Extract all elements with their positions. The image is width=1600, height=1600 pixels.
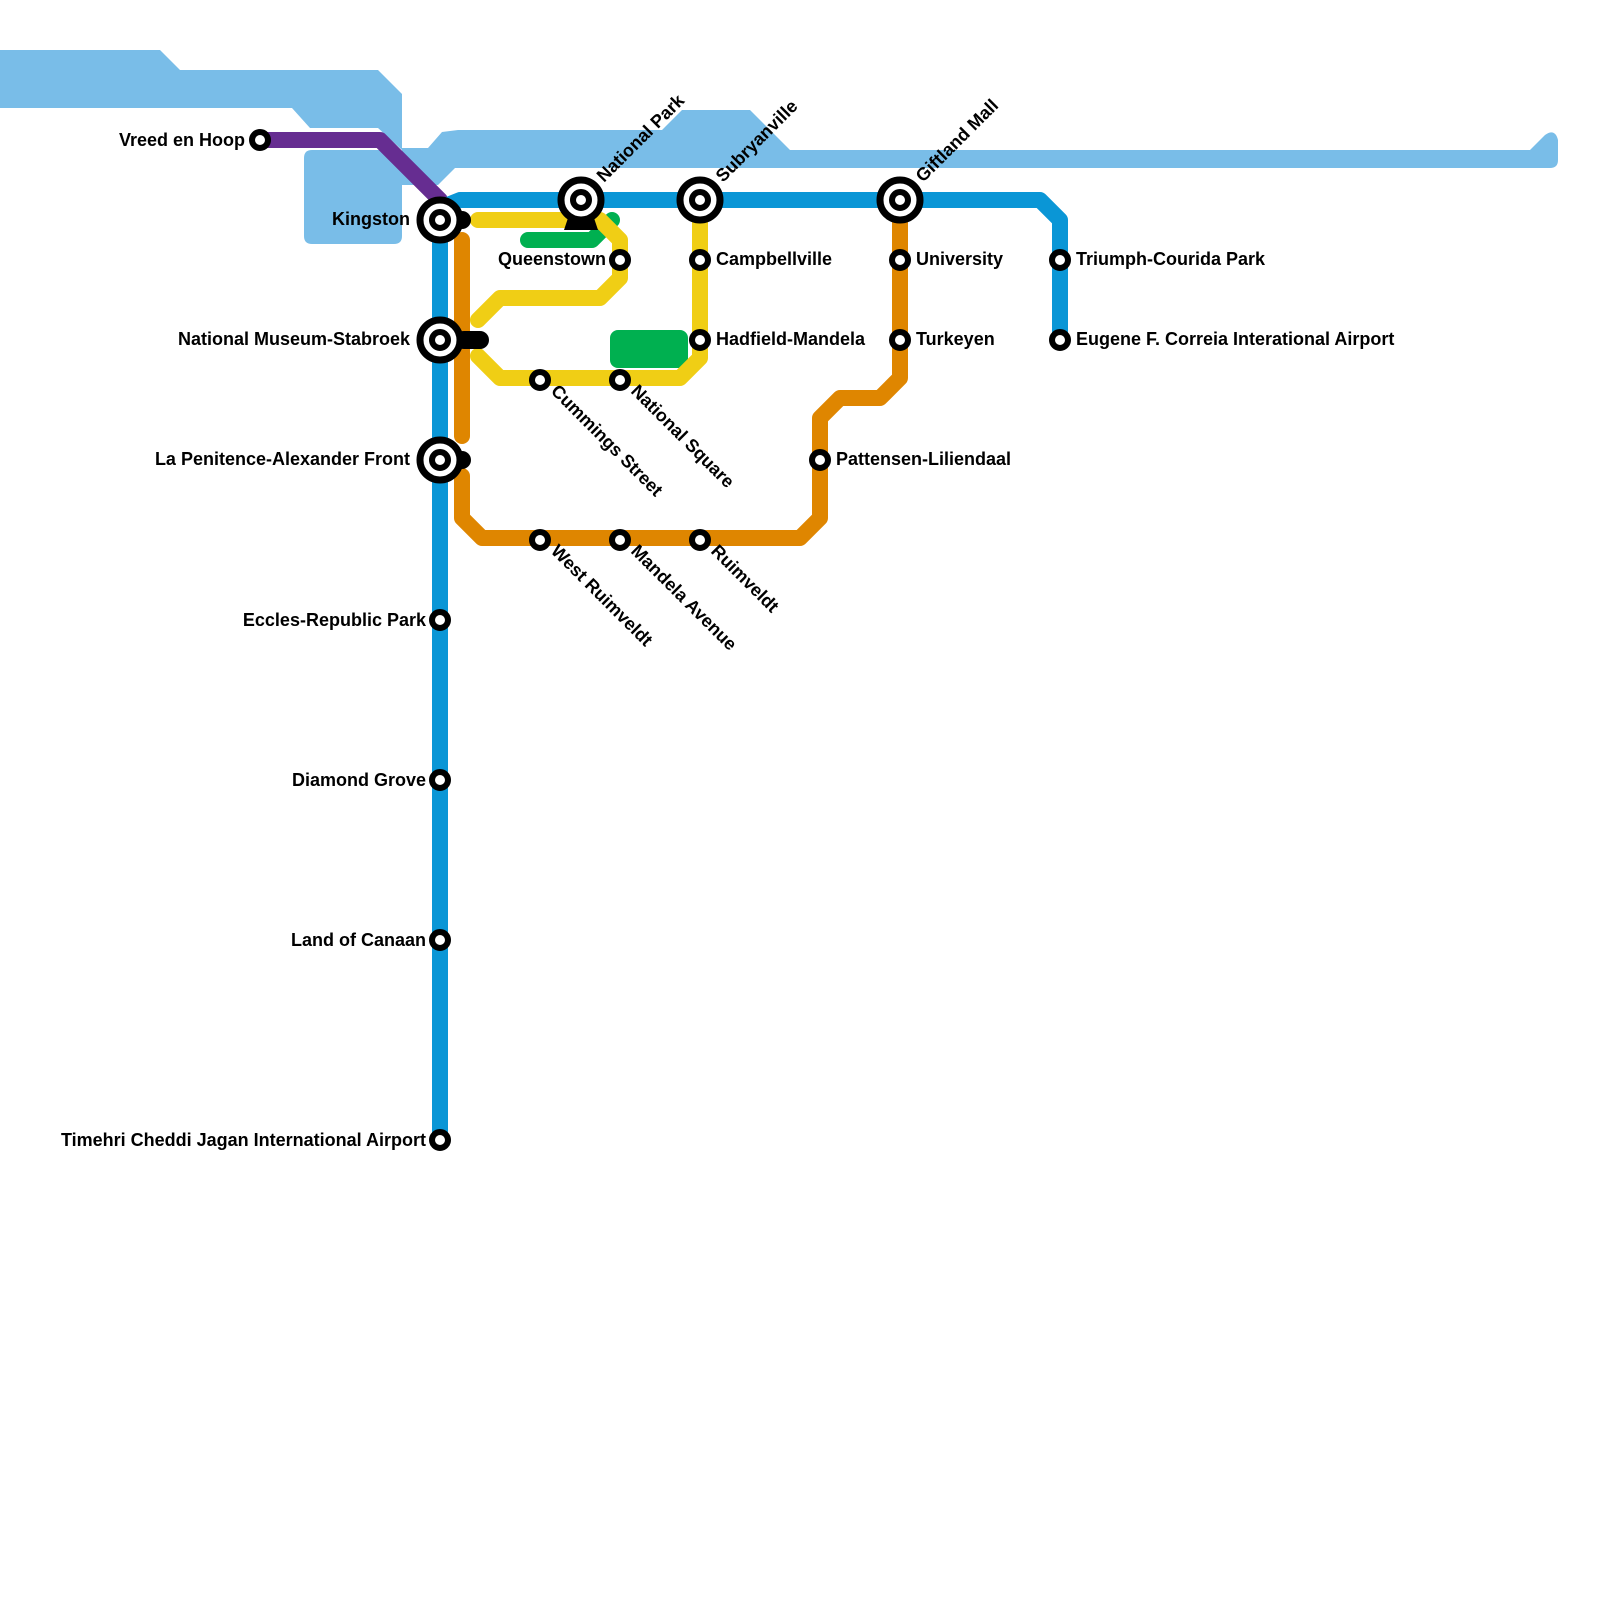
label-hadfield-mandela: Hadfield-Mandela bbox=[716, 329, 866, 349]
station-triumph[interactable] bbox=[1049, 249, 1071, 271]
stations bbox=[249, 129, 1071, 1151]
station-diamond-grove[interactable] bbox=[429, 769, 451, 791]
yellow-line bbox=[470, 192, 708, 386]
label-national-museum-stabroek: National Museum-Stabroek bbox=[178, 329, 411, 349]
interchange-national-museum-stabroek[interactable] bbox=[416, 316, 464, 364]
station-queenstown[interactable] bbox=[609, 249, 631, 271]
river-upper bbox=[0, 50, 1558, 185]
station-national-square[interactable] bbox=[609, 369, 631, 391]
label-pattensen: Pattensen-Liliendaal bbox=[836, 449, 1011, 469]
station-ruimveldt[interactable] bbox=[689, 529, 711, 551]
station-west-ruimveldt[interactable] bbox=[529, 529, 551, 551]
station-campbellville[interactable] bbox=[689, 249, 711, 271]
station-mandela-avenue[interactable] bbox=[609, 529, 631, 551]
station-university[interactable] bbox=[889, 249, 911, 271]
river-island-kingston bbox=[304, 150, 402, 244]
purple-line-path bbox=[252, 132, 448, 208]
interchange-subryanville[interactable] bbox=[676, 176, 724, 224]
station-eccles[interactable] bbox=[429, 609, 451, 631]
station-land-of-canaan[interactable] bbox=[429, 929, 451, 951]
label-queenstown: Queenstown bbox=[498, 249, 606, 269]
station-vreed-en-hoop[interactable] bbox=[249, 129, 271, 151]
station-cummings-street[interactable] bbox=[529, 369, 551, 391]
label-turkeyen: Turkeyen bbox=[916, 329, 995, 349]
stabroek-connector bbox=[455, 331, 489, 349]
label-ruimveldt: Ruimveldt bbox=[707, 541, 783, 617]
river bbox=[0, 50, 1558, 244]
interchange-kingston[interactable] bbox=[416, 196, 464, 244]
station-pattensen[interactable] bbox=[809, 449, 831, 471]
interchange-giftland-mall[interactable] bbox=[876, 176, 924, 224]
label-timehri: Timehri Cheddi Jagan International Airpo… bbox=[61, 1130, 426, 1150]
label-campbellville: Campbellville bbox=[716, 249, 832, 269]
yellow-line-path-2 bbox=[470, 192, 708, 386]
label-eccles: Eccles-Republic Park bbox=[243, 610, 427, 630]
station-hadfield-mandela[interactable] bbox=[689, 329, 711, 351]
station-labels: Vreed en Hoop Kingston National Museum-S… bbox=[61, 90, 1394, 1150]
label-eugene-correia: Eugene F. Correia Interational Airport bbox=[1076, 329, 1394, 349]
label-university: University bbox=[916, 249, 1003, 269]
label-diamond-grove: Diamond Grove bbox=[292, 770, 426, 790]
green-line-park bbox=[610, 330, 688, 368]
label-vreed-en-hoop: Vreed en Hoop bbox=[119, 130, 245, 150]
label-triumph: Triumph-Courida Park bbox=[1076, 249, 1266, 269]
yellow-line-path-1 bbox=[470, 212, 628, 328]
interchange-la-penitence[interactable] bbox=[416, 436, 464, 484]
label-la-penitence: La Penitence-Alexander Front bbox=[155, 449, 410, 469]
station-timehri[interactable] bbox=[429, 1129, 451, 1151]
station-eugene-correia[interactable] bbox=[1049, 329, 1071, 351]
label-land-of-canaan: Land of Canaan bbox=[291, 930, 426, 950]
interchange-national-park[interactable] bbox=[557, 176, 605, 224]
station-turkeyen[interactable] bbox=[889, 329, 911, 351]
label-kingston: Kingston bbox=[332, 209, 410, 229]
label-giftland-mall: Giftland Mall bbox=[912, 95, 1003, 186]
